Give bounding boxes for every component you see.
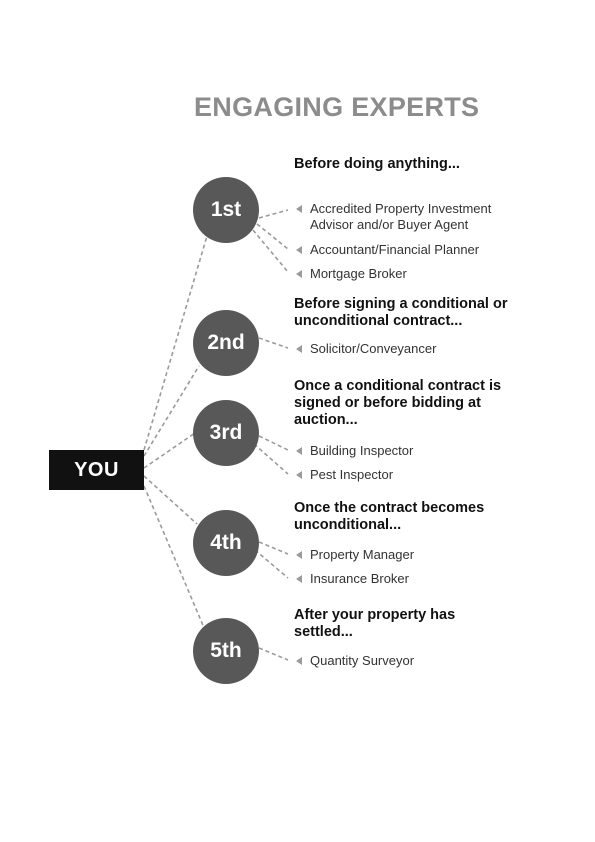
left-arrow-icon xyxy=(296,246,302,254)
stage-heading-3rd: Once a conditional contract is signed or… xyxy=(294,378,502,428)
expert-label: Property Manager xyxy=(310,547,415,562)
expert-item: Quantity Surveyor xyxy=(296,653,414,669)
expert-item: Mortgage Broker xyxy=(296,266,407,282)
stage-circle-4th: 4th xyxy=(193,510,259,576)
expert-item: Building Inspector xyxy=(296,443,413,459)
expert-label: Solicitor/Conveyancer xyxy=(310,341,437,356)
left-arrow-icon xyxy=(296,551,302,559)
you-box: YOU xyxy=(49,450,144,490)
expert-item: Accountant/Financial Planner xyxy=(296,242,479,258)
left-arrow-icon xyxy=(296,575,302,583)
expert-label: Accountant/Financial Planner xyxy=(310,242,480,257)
expert-label: Accredited Property Investment Advisor a… xyxy=(310,201,492,232)
expert-label: Mortgage Broker xyxy=(310,266,407,281)
left-arrow-icon xyxy=(296,345,302,353)
expert-label: Quantity Surveyor xyxy=(310,653,415,668)
expert-label: Insurance Broker xyxy=(310,571,409,586)
left-arrow-icon xyxy=(296,447,302,455)
left-arrow-icon xyxy=(296,270,302,278)
stage-heading-4th: Once the contract becomes unconditional.… xyxy=(294,500,485,533)
expert-label: Pest Inspector xyxy=(310,467,394,482)
stage-heading-1st: Before doing anything... xyxy=(294,156,460,172)
stage-heading-5th: After your property has settled... xyxy=(294,607,456,640)
stage-circle-1st: 1st xyxy=(193,177,259,243)
stage-circle-3rd: 3rd xyxy=(193,400,259,466)
expert-item: Property Manager xyxy=(296,547,414,563)
expert-item: Solicitor/Conveyancer xyxy=(296,341,436,357)
stage-heading-2nd: Before signing a conditional or uncondit… xyxy=(294,296,508,329)
left-arrow-icon xyxy=(296,657,302,665)
left-arrow-icon xyxy=(296,471,302,479)
stage-circle-5th: 5th xyxy=(193,618,259,684)
left-arrow-icon xyxy=(296,205,302,213)
stage-circle-2nd: 2nd xyxy=(193,310,259,376)
page-title: ENGAGING EXPERTS xyxy=(194,92,480,122)
expert-item: Accredited Property Investment Advisor a… xyxy=(296,201,530,233)
expert-item: Insurance Broker xyxy=(296,571,409,587)
expert-label: Building Inspector xyxy=(310,443,414,458)
expert-item: Pest Inspector xyxy=(296,467,393,483)
